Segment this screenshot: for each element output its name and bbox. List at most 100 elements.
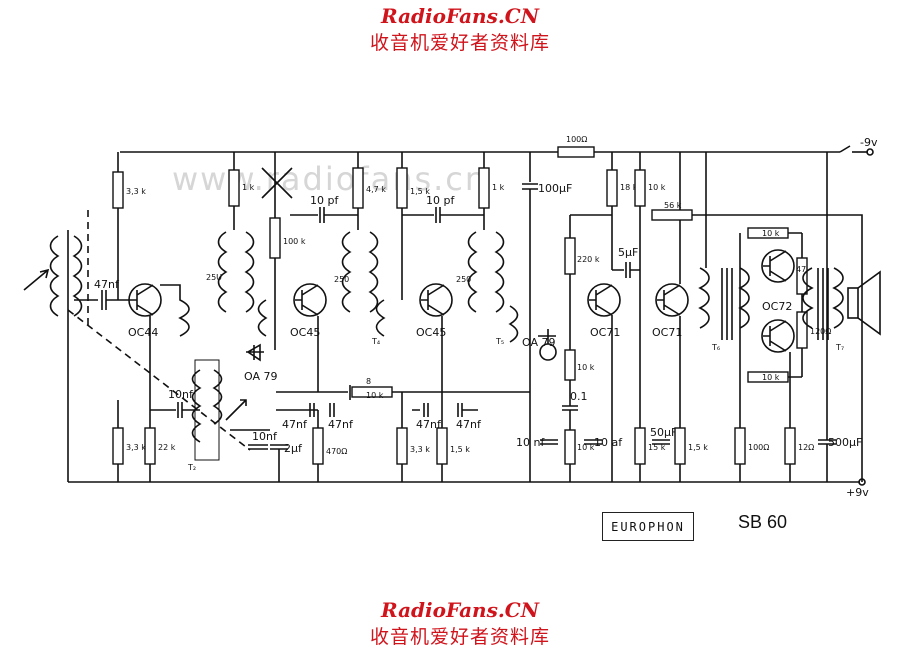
svg-text:10 k: 10 k (762, 229, 780, 238)
resistor-10k-d (564, 349, 576, 381)
resistor-470ohm (312, 427, 324, 465)
cap-47nf (101, 290, 107, 310)
svg-text:1 k: 1 k (242, 183, 255, 192)
svg-text:100 k: 100 k (283, 237, 306, 246)
svg-text:10nf: 10nf (252, 430, 278, 443)
if-transformer-t5 (467, 231, 478, 313)
svg-text:1 k: 1 k (492, 183, 505, 192)
transistor-oc71-1 (587, 283, 621, 317)
tuning-capacitor-c1 (23, 268, 50, 291)
neg-supply-label: -9v (860, 136, 878, 149)
svg-text:10 k: 10 k (648, 183, 666, 192)
output-transformer-t7 (802, 267, 814, 329)
resistor-220k (564, 237, 576, 275)
resistor-1-5k-c (674, 427, 686, 465)
driver-transformer-t6 (698, 267, 710, 329)
resistor-100k (269, 217, 281, 259)
trimmer-cap (261, 167, 293, 199)
cap-500uf (818, 152, 836, 482)
svg-text:0.1: 0.1 (570, 390, 588, 403)
svg-text:100Ω: 100Ω (566, 135, 587, 144)
transistor-oc45-2 (419, 283, 453, 317)
svg-text:T₆: T₆ (711, 343, 720, 352)
svg-text:47nf: 47nf (456, 418, 482, 431)
svg-text:250: 250 (456, 275, 471, 284)
transistor-oc72-b (761, 319, 795, 353)
cap-10pf-b (402, 207, 484, 223)
tuning-capacitor-osc (225, 399, 247, 421)
svg-text:T₄: T₄ (371, 337, 380, 346)
resistor-3-3k-c (396, 427, 408, 465)
svg-text:OA 79: OA 79 (244, 370, 277, 383)
resistor-56k (651, 209, 693, 221)
svg-text:3,3 k: 3,3 k (410, 445, 430, 454)
cap-0-1 (562, 405, 578, 411)
svg-text:47nf: 47nf (94, 278, 120, 291)
svg-text:5µF: 5µF (618, 246, 638, 259)
resistor-1-5k-a (396, 167, 408, 209)
svg-text:10 nf: 10 nf (516, 436, 545, 449)
header: RadioFans.CN 收音机爱好者资料库 (0, 4, 920, 55)
svg-text:250: 250 (334, 275, 349, 284)
resistor-1k-b (478, 167, 490, 209)
svg-text:OC71: OC71 (590, 326, 620, 339)
svg-text:470Ω: 470Ω (326, 447, 347, 456)
svg-text:500µF: 500µF (828, 436, 862, 449)
resistor-3-3k-top (112, 171, 124, 209)
svg-text:1,5 k: 1,5 k (410, 187, 430, 196)
site-subtitle: 收音机爱好者资料库 (369, 32, 550, 54)
resistor-1k-a (228, 169, 240, 207)
svg-text:1,5 k: 1,5 k (450, 445, 470, 454)
cap-50uf (652, 439, 670, 445)
svg-text:18 k: 18 k (620, 183, 638, 192)
svg-text:OC45: OC45 (416, 326, 446, 339)
resistor-4-7k (352, 167, 364, 209)
svg-text:8: 8 (366, 377, 371, 386)
svg-text:10 pf: 10 pf (310, 194, 339, 207)
resistor-3-3k-bottom (112, 427, 124, 465)
speaker-icon (847, 287, 859, 319)
cap-100uf (522, 152, 538, 300)
svg-text:10nf: 10nf (168, 388, 194, 401)
svg-text:OC44: OC44 (128, 326, 158, 339)
resistor-100ohm-b (734, 427, 746, 465)
svg-text:10 k: 10 k (577, 363, 595, 372)
cap-5uf (625, 262, 640, 278)
cap-10nf-osc (150, 402, 183, 418)
svg-text:OC72: OC72 (762, 300, 792, 313)
cap-10pf-a (290, 207, 358, 223)
cap-10nf-b (248, 444, 268, 450)
diode-oa79-a (246, 343, 264, 362)
resistor-12ohm (784, 427, 796, 465)
svg-text:1,5 k: 1,5 k (688, 443, 708, 452)
resistor-10k-a (634, 169, 646, 207)
volume-pot-10k (564, 429, 576, 465)
antenna-coil-t1 (49, 235, 60, 317)
cap-10af (584, 439, 602, 445)
svg-text:10 af: 10 af (594, 436, 623, 449)
svg-text:3,3 k: 3,3 k (126, 443, 146, 452)
transistor-oc45-1 (293, 283, 327, 317)
svg-text:100Ω: 100Ω (748, 443, 769, 452)
svg-text:25U: 25U (206, 273, 222, 282)
svg-text:15 k: 15 k (648, 443, 666, 452)
cap-10nf-det (540, 439, 558, 445)
svg-text:4,7 k: 4,7 k (366, 185, 386, 194)
svg-text:47nf: 47nf (282, 418, 308, 431)
svg-text:47nf: 47nf (416, 418, 442, 431)
svg-text:120Ω: 120Ω (810, 327, 831, 336)
svg-text:100µF: 100µF (538, 182, 572, 195)
resistor-120ohm (796, 311, 808, 349)
svg-text:10 pf: 10 pf (426, 194, 455, 207)
svg-text:22 k: 22 k (158, 443, 176, 452)
footer: RadioFans.CN 收音机爱好者资料库 (0, 598, 920, 649)
svg-text:10 k: 10 k (577, 443, 595, 452)
model-label: SB 60 (738, 512, 788, 532)
svg-text:T₇: T₇ (835, 343, 844, 352)
terminal-neg (866, 148, 874, 156)
resistor-18k (606, 169, 618, 207)
diode-oa79-b (538, 329, 556, 344)
power-switch (839, 145, 851, 153)
caps-47nf-cd (412, 403, 478, 417)
pos-supply-label: +9v (846, 486, 869, 499)
